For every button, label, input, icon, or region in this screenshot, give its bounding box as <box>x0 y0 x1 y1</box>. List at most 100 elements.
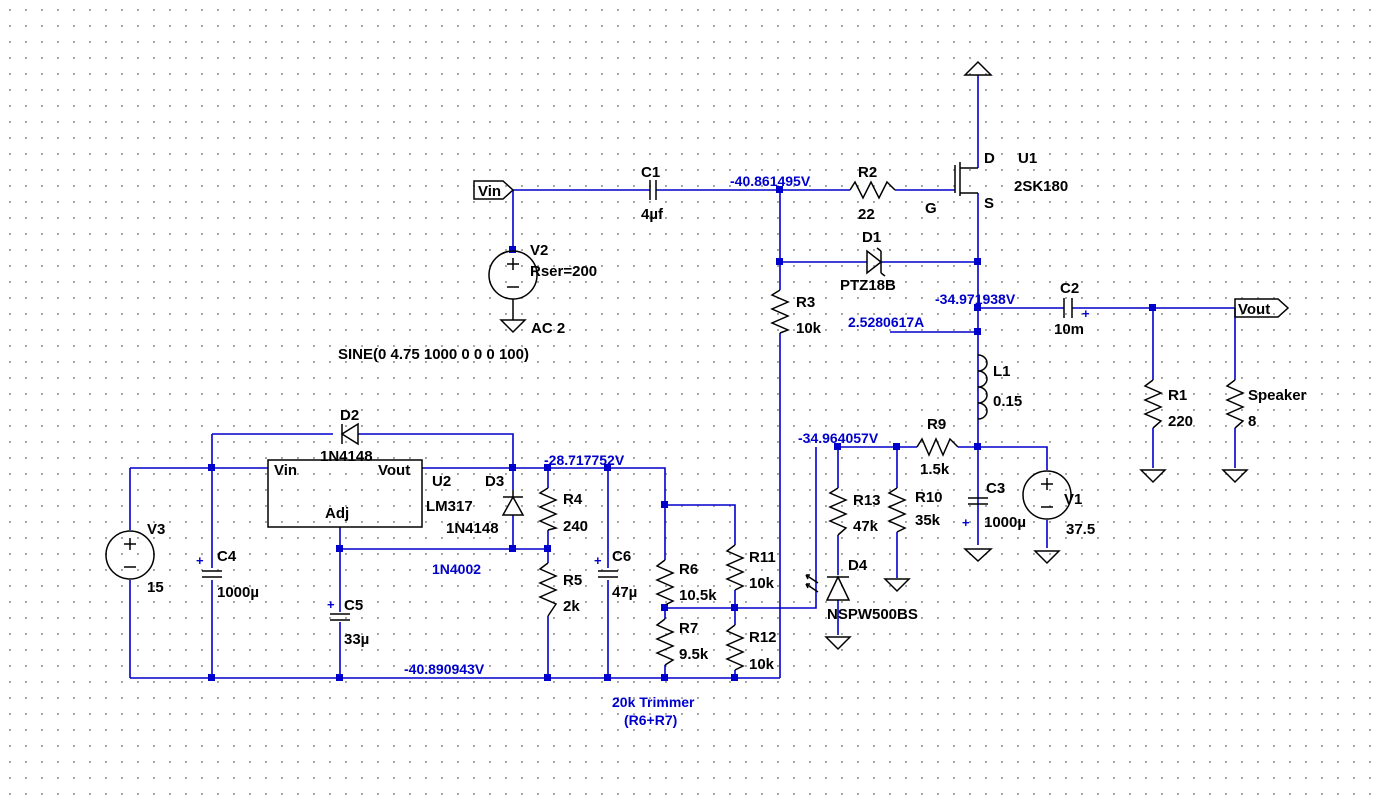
resistor-r3[interactable]: R3 10k <box>770 289 822 337</box>
r13-name: R13 <box>853 492 881 509</box>
c5-name: C5 <box>344 597 363 614</box>
resistor-r5[interactable]: R5 2k <box>538 562 582 617</box>
d3-name: D3 <box>485 473 504 490</box>
note-trimmer: 20k Trimmer <box>612 694 695 710</box>
r4-value: 240 <box>563 518 588 535</box>
resistor-r11[interactable]: R11 10k <box>725 544 776 592</box>
r6-name: R6 <box>679 561 698 578</box>
ground-icon <box>1033 550 1061 565</box>
note-trimmer-sub: (R6+R7) <box>624 712 677 728</box>
l1-name: L1 <box>993 363 1011 380</box>
note-1n4002: 1N4002 <box>432 561 481 577</box>
r10-value: 35k <box>915 512 941 529</box>
c1-value: 4µf <box>641 206 664 223</box>
u1-pin-g: G <box>925 200 937 217</box>
u2-value: LM317 <box>426 498 473 515</box>
v3-value: 15 <box>147 579 164 596</box>
speaker-name: Speaker <box>1248 387 1307 404</box>
r1-name: R1 <box>1168 387 1187 404</box>
r10-name: R10 <box>915 489 943 506</box>
voltage-source-v3[interactable]: V3 15 <box>105 521 165 596</box>
c4-value: 1000µ <box>217 584 259 601</box>
diode-d2[interactable]: D2 1N4148 <box>320 407 373 465</box>
u2-pin-vout: Vout <box>378 462 410 479</box>
capacitor-c1[interactable]: C1 4µf <box>641 164 664 223</box>
u2-pin-vin: Vin <box>274 462 297 479</box>
capacitor-c5[interactable]: C5 33µ + <box>327 597 369 648</box>
l1-value: 0.15 <box>993 393 1022 410</box>
node-voltage-led: -34.964057V <box>798 430 879 446</box>
c2-polarity: + <box>1082 306 1090 321</box>
supply-arrow-icon <box>963 60 993 76</box>
c2-name: C2 <box>1060 280 1079 297</box>
resistor-r12[interactable]: R12 10k <box>725 624 777 673</box>
u2-pin-adj: Adj <box>325 505 349 522</box>
resistor-r10[interactable]: R10 35k <box>887 487 943 533</box>
resistor-r2[interactable]: R2 22 <box>849 164 896 223</box>
zener-d1[interactable]: D1 PTZ18B <box>840 229 896 294</box>
resistor-speaker[interactable]: Speaker 8 <box>1225 379 1307 430</box>
c3-name: C3 <box>986 480 1005 497</box>
voltage-source-v1[interactable]: V1 37.5 <box>1022 470 1095 538</box>
regulator-u2[interactable]: Vin Vout Adj U2 LM317 <box>267 459 473 528</box>
v2-value: Rser=200 <box>530 263 597 280</box>
r7-name: R7 <box>679 620 698 637</box>
r6-value: 10.5k <box>679 587 717 604</box>
c6-name: C6 <box>612 548 631 565</box>
resistor-r7[interactable]: R7 9.5k <box>655 618 709 666</box>
ground-icon <box>824 636 852 651</box>
ground-icon <box>1221 469 1249 484</box>
capacitor-c3[interactable]: C3 1000µ + <box>962 480 1026 531</box>
node-voltage-reg: -28.717752V <box>544 452 625 468</box>
r9-value: 1.5k <box>920 461 950 478</box>
c2-value: 10m <box>1054 321 1084 338</box>
capacitor-c6[interactable]: C6 47µ + <box>594 548 637 601</box>
r9-name: R9 <box>927 416 946 433</box>
u2-name: U2 <box>432 473 451 490</box>
d3-value: 1N4148 <box>446 520 499 537</box>
u1-name: U1 <box>1018 150 1037 167</box>
c6-polarity: + <box>594 553 602 568</box>
resistor-r9[interactable]: R9 1.5k <box>916 416 959 478</box>
vout-port-label: Vout <box>1238 301 1270 318</box>
capacitor-c2[interactable]: C2 10m + <box>1054 280 1090 338</box>
d1-name: D1 <box>862 229 881 246</box>
r1-value: 220 <box>1168 413 1193 430</box>
voltage-source-v2[interactable]: V2 Rser=200 AC 2 SINE(0 4.75 1000 0 0 0 … <box>338 242 597 363</box>
v2-sine: SINE(0 4.75 1000 0 0 0 100) <box>338 346 529 363</box>
resistor-r1[interactable]: R1 220 <box>1143 379 1193 430</box>
resistor-r4[interactable]: R4 240 <box>538 487 588 535</box>
v2-name: V2 <box>530 242 548 259</box>
vout-port[interactable]: Vout <box>1234 298 1290 318</box>
led-d4[interactable]: D4 NSPW500BS <box>805 557 918 623</box>
capacitor-c4[interactable]: C4 1000µ + <box>196 548 259 601</box>
diode-d3[interactable]: D3 1N4148 <box>446 473 525 537</box>
c5-value: 33µ <box>344 631 369 648</box>
r3-value: 10k <box>796 320 822 337</box>
node-voltage-gnd: -40.890943V <box>404 661 485 677</box>
branch-current-source: 2.5280617A <box>848 314 924 330</box>
r4-name: R4 <box>563 491 583 508</box>
r11-name: R11 <box>749 549 776 566</box>
mosfet-u1[interactable]: D G S U1 2SK180 <box>925 150 1068 217</box>
r2-value: 22 <box>858 206 875 223</box>
r5-value: 2k <box>563 598 580 615</box>
junction-dots <box>208 186 1156 681</box>
r5-name: R5 <box>563 572 582 589</box>
c4-name: C4 <box>217 548 237 565</box>
c4-polarity: + <box>196 553 204 568</box>
c6-value: 47µ <box>612 584 637 601</box>
speaker-value: 8 <box>1248 413 1256 430</box>
c3-value: 1000µ <box>984 514 1026 531</box>
vin-port-label: Vin <box>478 183 501 200</box>
d4-value: NSPW500BS <box>827 606 918 623</box>
u1-pin-d: D <box>984 150 995 167</box>
d4-name: D4 <box>848 557 868 574</box>
vin-port[interactable]: Vin <box>473 180 515 200</box>
resistor-r13[interactable]: R13 47k <box>828 487 881 536</box>
resistor-r6[interactable]: R6 10.5k <box>655 559 717 606</box>
ground-icon <box>1139 469 1167 484</box>
inductor-l1[interactable]: L1 0.15 <box>977 354 1022 420</box>
r2-name: R2 <box>858 164 877 181</box>
